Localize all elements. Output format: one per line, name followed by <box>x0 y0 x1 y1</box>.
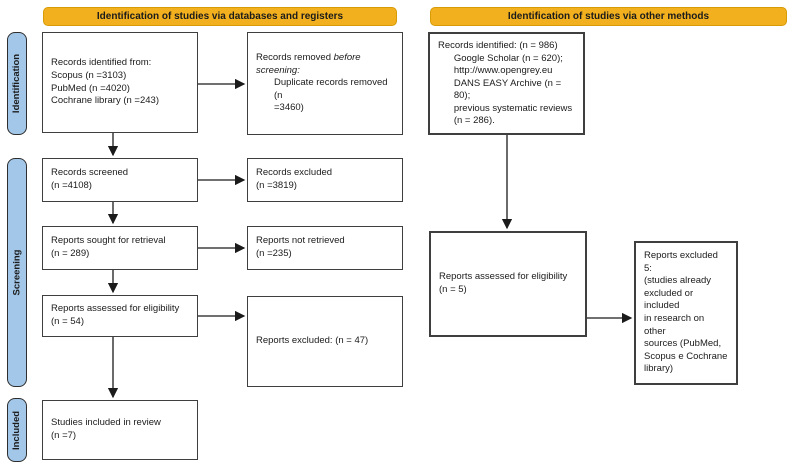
box-records-identified-other: Records identified: (n = 986) Google Sch… <box>428 32 585 135</box>
box-reports-excluded-other: Reports excluded 5: (studies already exc… <box>634 241 738 385</box>
reports-assessed-other-text: Reports assessed for eligibility (n = 5) <box>439 271 568 295</box>
records-removed-prefix: Records removed <box>256 52 334 64</box>
records-removed-italic: before screening: <box>256 52 361 76</box>
box-reports-not-retrieved: Reports not retrieved (n =235) <box>247 226 403 270</box>
records-removed-text: Records removed before screening:Duplica… <box>248 49 402 118</box>
reports-sought-text: Reports sought for retrieval (n = 289) <box>51 235 166 259</box>
records-removed-detail: Duplicate records removed (n =3460) <box>274 77 388 114</box>
box-studies-included: Studies included in review (n =7) <box>42 400 198 460</box>
reports-excluded-databases-text: Reports excluded: (n = 47) <box>256 335 369 347</box>
records-excluded-text: Records excluded (n =3819) <box>256 167 333 191</box>
box-reports-sought: Reports sought for retrieval (n = 289) <box>42 226 198 270</box>
box-reports-assessed-other: Reports assessed for eligibility (n = 5) <box>429 231 587 337</box>
box-records-identified-databases: Records identified from: Scopus (n =3103… <box>42 32 198 133</box>
records-screened-text: Records screened (n =4108) <box>51 167 129 191</box>
box-records-screened: Records screened (n =4108) <box>42 158 198 202</box>
reports-excluded-other-text: Reports excluded 5: (studies already exc… <box>644 250 728 375</box>
box-reports-excluded-databases: Reports excluded: (n = 47) <box>247 296 403 387</box>
box-reports-assessed-databases: Reports assessed for eligibility (n = 54… <box>42 295 198 337</box>
header-other-methods: Identification of studies via other meth… <box>430 7 787 26</box>
studies-included-text: Studies included in review (n =7) <box>51 417 161 441</box>
stage-included: Included <box>7 398 27 462</box>
box-records-excluded: Records excluded (n =3819) <box>247 158 403 202</box>
stage-screening: Screening <box>7 158 27 387</box>
reports-assessed-databases-text: Reports assessed for eligibility (n = 54… <box>51 303 180 327</box>
stage-screening-label: Screening <box>11 249 23 296</box>
records-identified-databases-text: Records identified from: Scopus (n =3103… <box>51 57 159 107</box>
stage-identification-label: Identification <box>11 53 23 114</box>
header-databases-registers: Identification of studies via databases … <box>43 7 397 26</box>
records-identified-other-text: Records identified: (n = 986) Google Sch… <box>438 40 573 127</box>
stage-included-label: Included <box>11 410 23 450</box>
stage-identification: Identification <box>7 32 27 135</box>
reports-not-retrieved-text: Reports not retrieved (n =235) <box>256 235 345 259</box>
box-records-removed: Records removed before screening:Duplica… <box>247 32 403 135</box>
